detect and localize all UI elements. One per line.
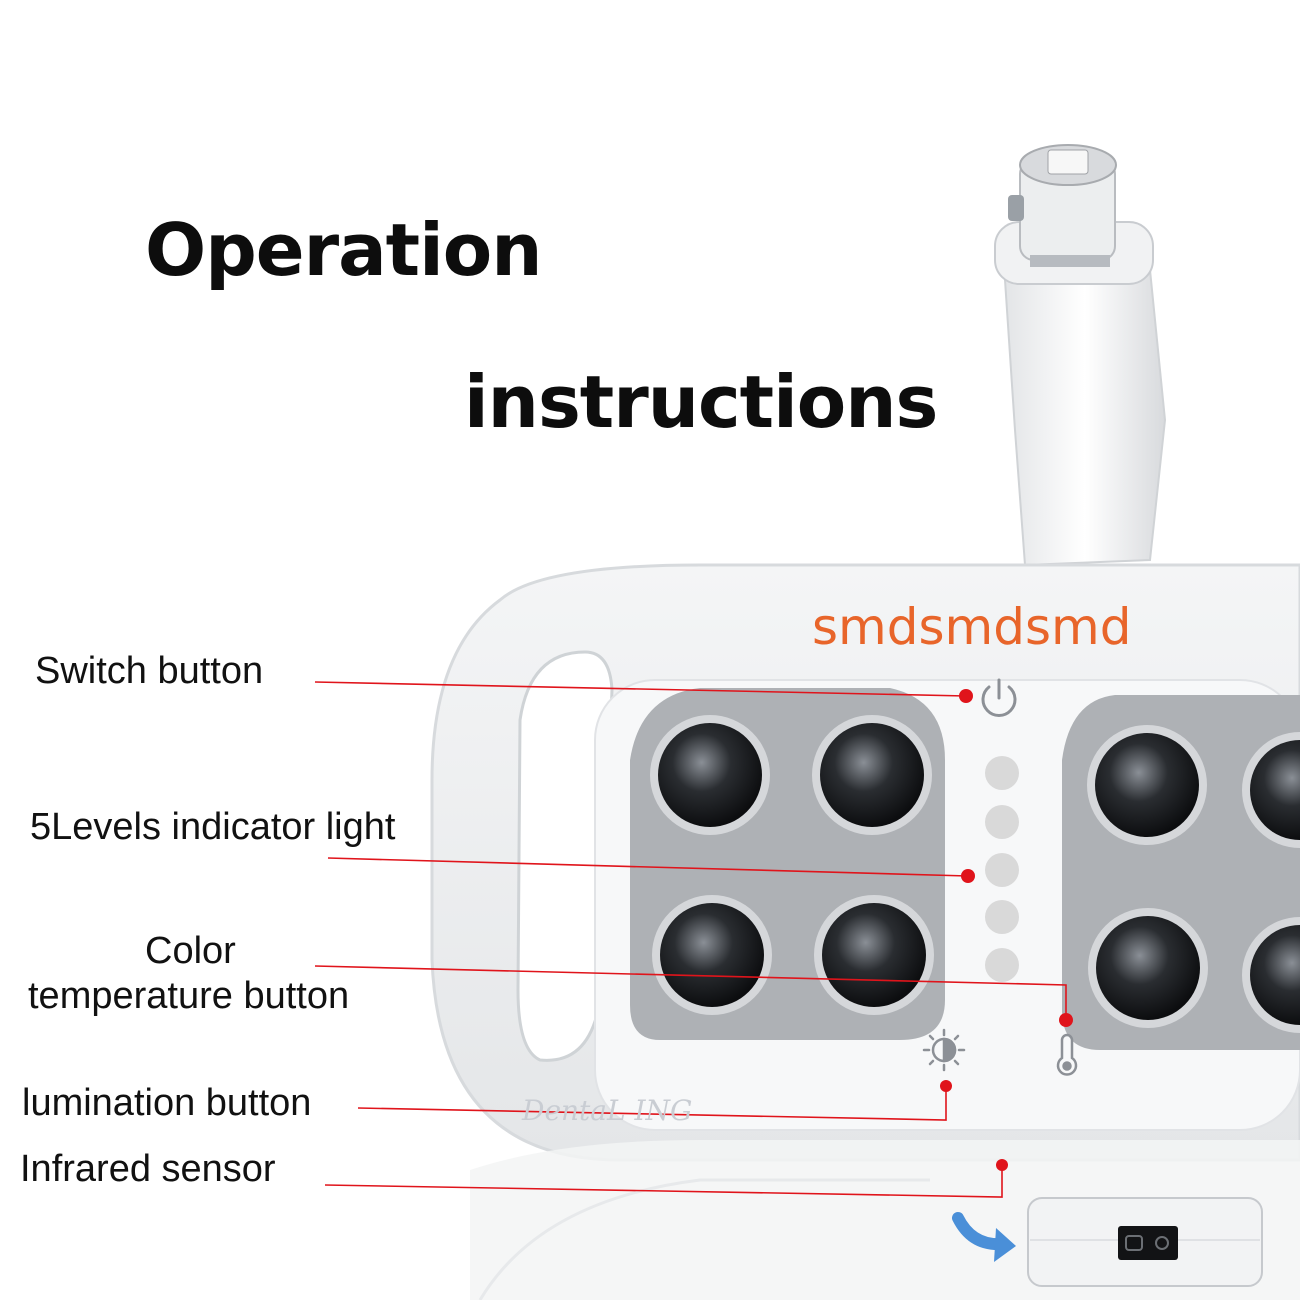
indicator-pointer-dot xyxy=(961,869,975,883)
infrared-sensor-label: Infrared sensor xyxy=(20,1148,276,1190)
color-pointer-dot xyxy=(1059,1013,1073,1027)
lumination-pointer-line xyxy=(357,1086,947,1121)
color-temperature-label-line-2: temperature button xyxy=(28,975,350,1017)
power-icon[interactable] xyxy=(981,678,1017,717)
heading-line-1: Operation xyxy=(145,208,542,292)
watermark: DentaL ING xyxy=(522,1094,693,1127)
indicator-dot xyxy=(985,948,1019,982)
pointer-dots xyxy=(940,689,1073,1171)
brand-text: smdsmdsmd xyxy=(812,598,1132,656)
color-temperature-label-line-1: Color xyxy=(145,930,236,972)
switch-pointer-line xyxy=(314,681,967,697)
thermometer-icon[interactable] xyxy=(1056,1033,1078,1076)
indicator-dot xyxy=(985,756,1019,790)
brightness-icon[interactable] xyxy=(922,1028,966,1072)
color-pointer-line xyxy=(314,965,1067,1020)
infrared-sensor-detail xyxy=(1027,1197,1263,1287)
indicator-dot xyxy=(985,900,1019,934)
switch-pointer-dot xyxy=(959,689,973,703)
switch-button-label: Switch button xyxy=(35,650,264,692)
led-lenses xyxy=(650,715,1300,1033)
indicator-dot xyxy=(985,805,1019,839)
lumination-button-label: lumination button xyxy=(22,1082,312,1124)
indicator-light-label: 5Levels indicator light xyxy=(30,806,396,848)
heading-line-2: instructions xyxy=(464,360,938,444)
infrared-pointer-dot xyxy=(996,1159,1008,1171)
indicator-dot xyxy=(985,853,1019,887)
pointer-lines xyxy=(314,681,1067,1198)
infrared-pointer-line xyxy=(324,1165,1003,1198)
mounting-arm xyxy=(994,144,1167,567)
indicator-lights xyxy=(985,756,1019,982)
lumination-pointer-dot xyxy=(940,1080,952,1092)
indicator-pointer-line xyxy=(327,857,969,877)
sensor-arrow-icon xyxy=(952,1212,1016,1262)
